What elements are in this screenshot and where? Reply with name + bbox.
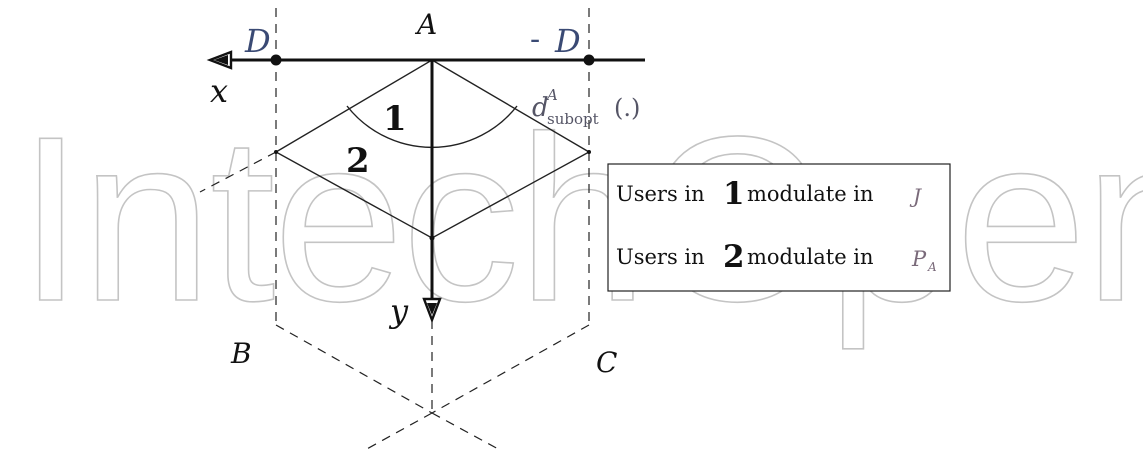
legend-row-1-prefix: Users in [616,182,705,206]
label-point-c: C [596,346,617,379]
rhombus-right-vertex [587,150,591,154]
label-point-a: A [414,8,437,41]
legend-row-2-prefix: Users in [616,245,705,269]
watermark-text: IntechOpen [18,87,1143,350]
dashed-tail-right [431,412,501,451]
legend-box [607,163,951,292]
x-axis-arrow-fill-icon [214,55,228,65]
dashed-diagonal-left [199,151,277,193]
legend-row-1-number: 1 [723,176,745,212]
label-x-axis: x [210,72,228,110]
label-region-1: 1 [383,99,407,139]
label-point-b: B [230,337,252,370]
point-d-left [270,54,282,66]
legend-row-2: Users in 2 modulate in P A [616,239,937,275]
point-d-right [583,54,595,66]
curve-label-argument: (.) [614,94,640,122]
y-axis-arrow-fill-icon [427,303,437,315]
dashed-edge-c-bottom [431,324,590,414]
legend-row-2-number: 2 [723,239,745,275]
curve-label-superscript: A [545,86,558,104]
legend-row-2-symbol-sub: A [927,260,937,274]
legend-row-1-suffix: modulate in [747,182,874,206]
legend-row-1-symbol: J [909,184,922,208]
label-point-d-right: D [554,22,581,60]
legend-row-2-suffix: modulate in [747,245,874,269]
label-region-2: 2 [346,141,370,181]
curve-label-subscript: subopt [547,110,599,128]
dashed-edge-b-bottom [275,324,433,414]
legend-row-2-symbol: P [911,247,927,271]
legend-row-1: Users in 1 modulate in J [616,176,922,212]
rhombus-left-vertex [274,150,278,154]
label-y-axis: y [388,292,409,330]
curve-label-symbol: d [532,93,549,123]
dashed-tail-left [364,412,433,451]
rhombus-bottom-vertex [429,235,435,241]
label-point-d-left: D [244,22,271,60]
label-minus-sign: - [530,22,540,57]
